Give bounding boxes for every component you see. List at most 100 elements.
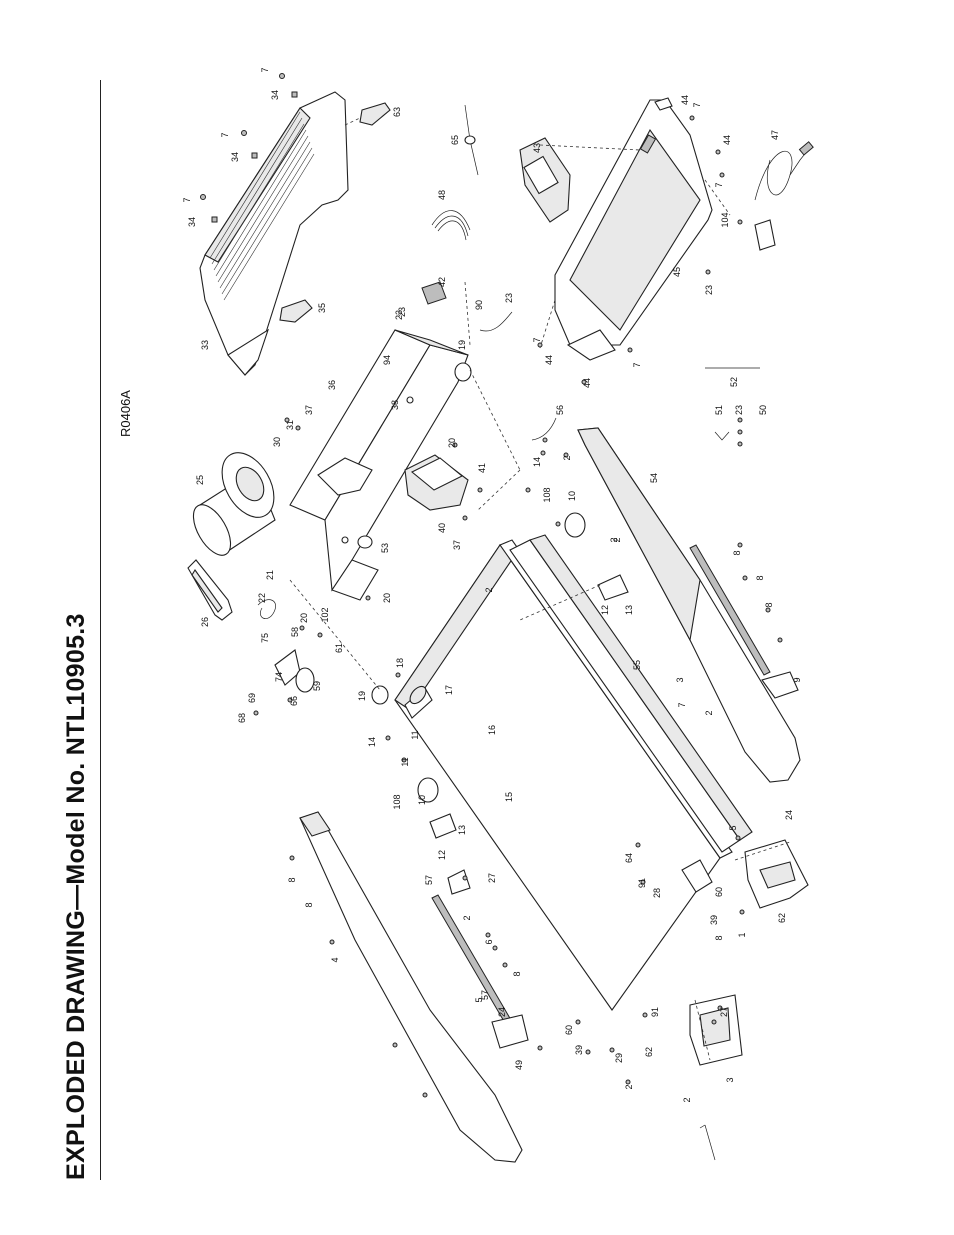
part-callout-7: 7 xyxy=(692,102,702,107)
endcap-left xyxy=(491,1014,529,1049)
part-callout-31: 31 xyxy=(285,420,295,430)
wire-56 xyxy=(531,417,557,441)
motor-hood-part xyxy=(199,91,349,376)
part-callout-7: 7 xyxy=(182,197,192,202)
part-callout-51: 51 xyxy=(714,405,724,415)
part-callout-13: 13 xyxy=(457,825,467,835)
part-callout-104: 104 xyxy=(720,212,730,227)
part-callout-58: 58 xyxy=(290,627,300,637)
part-callout-21: 21 xyxy=(265,570,275,580)
front-roller-part xyxy=(404,685,433,719)
part-callout-7: 7 xyxy=(677,702,687,707)
part-callout-64: 64 xyxy=(624,853,634,863)
part-callout-5: 5 xyxy=(728,825,738,830)
part-callout-18: 18 xyxy=(395,658,405,668)
incline-motor-part xyxy=(519,137,571,223)
isolator-12-right xyxy=(597,574,629,601)
part-callout-14: 14 xyxy=(367,737,377,747)
part-callout-54: 54 xyxy=(649,473,659,483)
idler-pulley-59 xyxy=(295,667,315,693)
part-callout-5: 5 xyxy=(474,997,484,1002)
part-callout-38: 38 xyxy=(390,400,400,410)
part-callout-8: 8 xyxy=(732,550,742,555)
part-callout-91: 91 xyxy=(637,878,647,888)
part-callout-74: 74 xyxy=(274,672,284,682)
part-callout-12: 12 xyxy=(437,850,447,860)
right-deck-strip xyxy=(689,544,771,676)
part-callout-40: 40 xyxy=(437,523,447,533)
part-callout-9: 9 xyxy=(792,677,802,682)
part-callout-8: 8 xyxy=(287,877,297,882)
spacer-10-right xyxy=(564,512,586,538)
part-callout-8: 8 xyxy=(764,602,774,607)
part-callout-44: 44 xyxy=(582,378,592,388)
part-callout-91: 91 xyxy=(650,1007,660,1017)
spring-22 xyxy=(257,599,276,619)
rear-foot-28 xyxy=(744,839,809,909)
part-callout-3: 3 xyxy=(675,677,685,682)
part-callout-8: 8 xyxy=(755,575,765,580)
part-callout-26: 26 xyxy=(200,617,210,627)
front-frame-housing-part xyxy=(554,97,713,361)
part-callout-27: 27 xyxy=(487,873,497,883)
wire-90 xyxy=(479,311,513,332)
part-callout-2: 2 xyxy=(624,1084,634,1089)
motor-roller-part xyxy=(192,452,276,556)
part-callout-44: 44 xyxy=(722,135,732,145)
part-callout-37: 37 xyxy=(304,405,314,415)
part-callout-23: 23 xyxy=(704,285,714,295)
part-callout-22: 22 xyxy=(257,593,267,603)
part-callout-2: 2 xyxy=(484,587,494,592)
wire-65 xyxy=(464,104,479,176)
isolator-9 xyxy=(447,869,471,895)
part-callout-2: 2 xyxy=(612,537,622,542)
left-rail-cover-part xyxy=(299,811,523,1163)
pin-49 xyxy=(699,1124,716,1161)
part-callout-44: 44 xyxy=(680,95,690,105)
part-callout-27: 27 xyxy=(719,1007,729,1017)
right-rail-cover-part xyxy=(577,427,801,783)
part-callout-66: 66 xyxy=(289,696,299,706)
part-callout-1: 1 xyxy=(737,932,747,937)
part-callout-10: 10 xyxy=(567,491,577,501)
controller-part xyxy=(404,454,469,511)
part-callout-29: 29 xyxy=(614,1053,624,1063)
part-callout-55: 55 xyxy=(632,660,642,670)
part-callout-6: 6 xyxy=(484,939,494,944)
part-callout-20: 20 xyxy=(447,438,457,448)
clip-51 xyxy=(714,431,730,441)
part-callout-24: 24 xyxy=(497,1007,507,1017)
part-callout-108: 108 xyxy=(392,794,402,809)
part-callout-23: 23 xyxy=(734,405,744,415)
part-callout-4: 4 xyxy=(330,957,340,962)
part-callout-56: 56 xyxy=(555,405,565,415)
part-callout-8: 8 xyxy=(512,971,522,976)
part-callout-16: 16 xyxy=(487,725,497,735)
drive-belt-part xyxy=(187,559,233,621)
part-callout-49: 49 xyxy=(514,1060,524,1070)
part-callout-53: 53 xyxy=(380,543,390,553)
wire-harness-48 xyxy=(431,210,471,241)
part-callout-19: 19 xyxy=(457,340,467,350)
part-callout-39: 39 xyxy=(574,1045,584,1055)
part-callout-23: 23 xyxy=(394,310,404,320)
part-callout-65: 65 xyxy=(450,135,460,145)
part-callout-34: 34 xyxy=(270,90,280,100)
part-callout-50: 50 xyxy=(758,405,768,415)
part-callout-7: 7 xyxy=(260,67,270,72)
alignment-lines xyxy=(289,117,791,1061)
part-callout-13: 13 xyxy=(624,605,634,615)
part-callout-48: 48 xyxy=(437,190,447,200)
hood-bracket-63 xyxy=(359,102,391,126)
part-callout-3: 3 xyxy=(725,1077,735,1082)
part-callout-2: 2 xyxy=(462,915,472,920)
power-cord-part xyxy=(754,141,814,251)
fasteners xyxy=(200,73,783,1098)
pulley-19-a xyxy=(371,685,389,705)
part-callout-62: 62 xyxy=(777,913,787,923)
part-callout-17: 17 xyxy=(444,685,454,695)
part-callout-10: 10 xyxy=(417,795,427,805)
part-callout-47: 47 xyxy=(770,130,780,140)
part-callout-33: 33 xyxy=(200,340,210,350)
part-callout-34: 34 xyxy=(187,217,197,227)
